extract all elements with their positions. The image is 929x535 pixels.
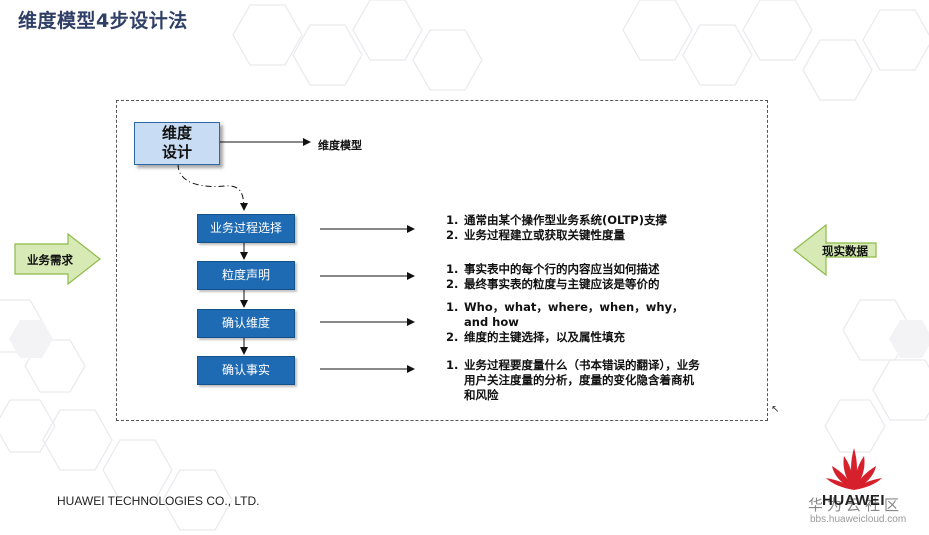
list-text: 业务过程要度量什么（书本错误的翻译），业务用户关注度量的分析，度量的变化隐含着商… [464,358,700,402]
dimension-design-frame [116,100,768,421]
step4-desc-item: 1. 业务过程要度量什么（书本错误的翻译），业务用户关注度量的分析，度量的变化隐… [446,358,704,403]
dimension-design-box: 维度 设计 [134,122,220,165]
dimension-design-line1: 维度 [161,124,192,142]
list-number: 2. [446,330,459,344]
list-text: 业务过程建立或获取关键性度量 [464,228,625,242]
list-text: 通常由某个操作型业务系统(OLTP)支撑 [464,213,667,227]
community-url: bbs.huaweicloud.com [810,514,907,525]
step2-description: 1. 事实表中的每个行的内容应当如何描述 2. 最终事实表的粒度与主键应该是等价… [446,262,696,292]
dimension-design-line2: 设计 [161,143,192,161]
step3-desc-item: 1. Who，what，where，when，why，and how [446,300,686,330]
real-data-label: 现实数据 [822,244,868,258]
step2-desc-item: 2. 最终事实表的粒度与主键应该是等价的 [446,277,696,292]
list-number: 2. [446,277,459,291]
list-number: 1. [446,262,459,276]
community-watermark: 华为云社区 [808,496,904,514]
huawei-wordmark: HUAWEI [822,492,885,509]
step1-desc-item: 2. 业务过程建立或获取关键性度量 [446,228,696,243]
step4-description: 1. 业务过程要度量什么（书本错误的翻译），业务用户关注度量的分析，度量的变化隐… [446,358,704,403]
dimension-model-label: 维度模型 [318,139,362,152]
step1-desc-item: 1. 通常由某个操作型业务系统(OLTP)支撑 [446,213,696,228]
footer-company: HUAWEI TECHNOLOGIES CO., LTD. [57,494,260,508]
list-number: 1. [446,213,459,227]
step-grain-declaration: 粒度声明 [197,261,295,290]
list-text: 维度的主键选择，以及属性填充 [464,330,625,344]
step-identify-facts: 确认事实 [197,356,295,385]
huawei-flower-icon [826,448,882,490]
step-identify-dimensions: 确认维度 [197,309,295,338]
step2-desc-item: 1. 事实表中的每个行的内容应当如何描述 [446,262,696,277]
step3-desc-item: 2. 维度的主键选择，以及属性填充 [446,330,686,345]
page-title: 维度模型4步设计法 [18,10,188,32]
real-data-arrow [793,223,877,277]
dashed-curve-arrow [177,163,248,211]
list-number: 1. [446,358,459,372]
business-requirement-arrow [14,232,101,286]
step-business-process: 业务过程选择 [197,214,295,243]
list-text: Who，what，where，when，why，and how [464,300,684,329]
list-number: 2. [446,228,459,242]
list-text: 事实表中的每个行的内容应当如何描述 [464,262,660,276]
step1-description: 1. 通常由某个操作型业务系统(OLTP)支撑 2. 业务过程建立或获取关键性度… [446,213,696,243]
list-number: 1. [446,300,459,314]
business-requirement-label: 业务需求 [27,253,73,267]
step3-description: 1. Who，what，where，when，why，and how 2. 维度… [446,300,686,345]
mouse-cursor-icon: ↖ [771,404,780,415]
list-text: 最终事实表的粒度与主键应该是等价的 [464,277,660,291]
huawei-logo: 华为云社区 HUAWEI bbs.huaweicloud.com [806,446,924,528]
